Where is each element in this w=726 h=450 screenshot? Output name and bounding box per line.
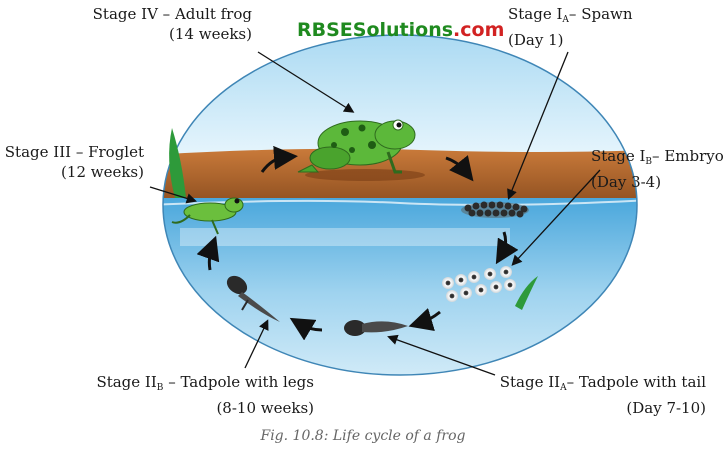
scene-border [162, 34, 638, 376]
label-tadpole-tail-sub: A [560, 383, 567, 393]
label-tadpole-legs-suffix: – Tadpole with legs [163, 373, 314, 391]
label-tadpole-legs: Stage IIB – Tadpole with legs (8-10 week… [88, 372, 314, 418]
arrow-legs-to-froglet [196, 235, 220, 271]
label-embryo: Stage IB– Embryo (Day 3-4) [591, 146, 724, 192]
brand-part-1: RBSE [297, 19, 353, 41]
leader-tadpole-tail [387, 334, 496, 376]
arrow-embryo-to-tadpole-tail [408, 308, 441, 332]
brand-part-3: .com [453, 19, 505, 41]
leader-lines [149, 51, 601, 376]
grass-blade-right [515, 276, 538, 310]
brand-logo: RBSESolutions.com [297, 19, 504, 41]
label-spawn-time: (Day 1) [508, 31, 564, 49]
label-embryo-time: (Day 3-4) [591, 173, 662, 191]
label-froglet-title: Stage III – Froglet [4, 143, 144, 161]
label-spawn: Stage IA– Spawn (Day 1) [508, 4, 633, 50]
brand-part-2: Solutions [352, 19, 454, 41]
label-embryo-suffix: – Embryo [652, 147, 724, 165]
label-embryo-sub: B [645, 157, 653, 167]
arrow-tadpole-tail-to-legs [289, 317, 323, 341]
cycle-arrows [196, 145, 519, 341]
label-tadpole-legs-sub: B [156, 383, 164, 393]
label-tadpole-tail-time: (Day 7-10) [626, 399, 706, 417]
label-froglet: Stage III – Froglet (12 weeks) [2, 142, 144, 182]
label-tadpole-legs-prefix: Stage II [96, 373, 157, 391]
tadpole-with-tail [344, 320, 408, 336]
label-tadpole-tail-prefix: Stage II [499, 373, 561, 391]
label-adult-frog: Stage IV – Adult frog (14 weeks) [48, 4, 252, 44]
label-embryo-prefix: Stage I [591, 147, 646, 165]
leader-tadpole-legs [244, 319, 269, 369]
label-spawn-prefix: Stage I [508, 5, 563, 23]
label-spawn-sub: A [562, 15, 569, 25]
pond-water [163, 198, 637, 375]
froglet [171, 197, 244, 235]
leader-adult-frog [257, 51, 355, 113]
label-tadpole-legs-time: (8-10 weeks) [216, 399, 314, 417]
leader-spawn [507, 51, 569, 200]
embryo-eggs [442, 266, 516, 302]
arrow-spawn-to-embryo [495, 231, 519, 265]
leader-embryo [511, 169, 601, 266]
arrow-froglet-to-adult [260, 145, 298, 173]
figure-caption: Fig. 10.8: Life cycle of a frog [260, 428, 466, 444]
arrow-adult-to-spawn [445, 155, 474, 182]
water-shine [180, 228, 510, 246]
tadpole-with-legs [226, 275, 280, 322]
leader-froglet [149, 186, 197, 204]
spawn-eggs [461, 201, 529, 218]
label-spawn-suffix: – Spawn [568, 5, 633, 23]
label-froglet-time: (12 weeks) [61, 163, 144, 181]
label-tadpole-tail: Stage IIA– Tadpole with tail (Day 7-10) [486, 372, 706, 418]
label-adult-frog-title: Stage IV – Adult frog [92, 5, 252, 23]
label-adult-frog-time: (14 weeks) [169, 25, 252, 43]
adult-frog [297, 119, 425, 181]
label-tadpole-tail-suffix: – Tadpole with tail [566, 373, 706, 391]
grass-blade-left [169, 128, 186, 198]
